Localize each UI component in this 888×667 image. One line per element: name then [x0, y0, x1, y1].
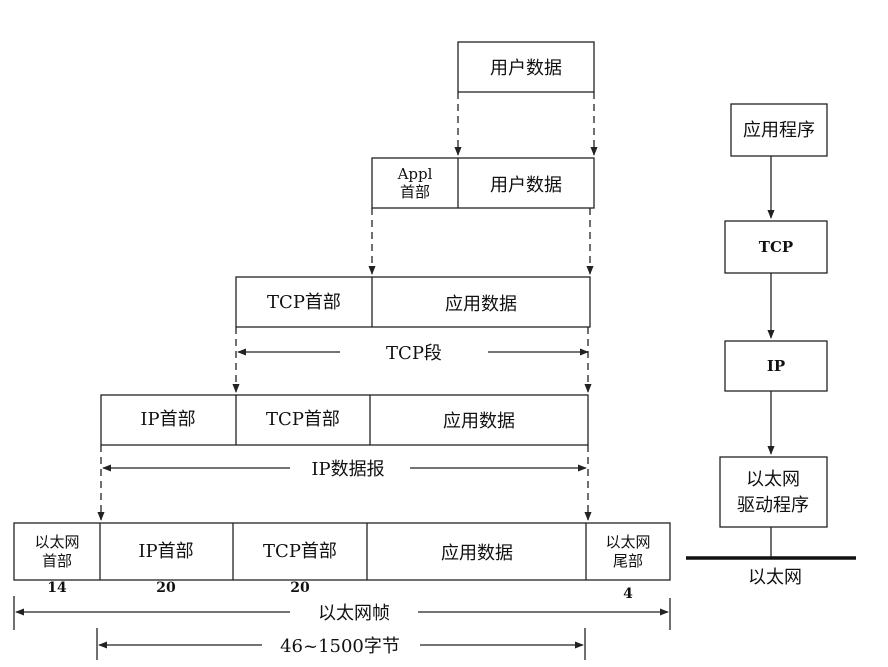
ethernet-frame-span: 以太网帧: [13, 596, 671, 630]
appl-header-line1: Appl: [397, 165, 433, 183]
tcp-segment-span: TCP段: [237, 343, 589, 364]
user-data-box: [457, 41, 595, 93]
row-application: Appl 首部 用户数据: [371, 157, 595, 209]
size-eth-trailer: 4: [623, 586, 633, 602]
payload-span: 46~1500字节: [96, 628, 586, 660]
app-user-data-label: 用户数据: [490, 175, 562, 196]
stack-driver-line2: 驱动程序: [737, 495, 809, 516]
ip-datagram-box: [100, 394, 589, 446]
ip-datagram-label: IP数据报: [311, 459, 384, 480]
field-sizes: 14 20 20 4: [47, 580, 633, 602]
tcp-header-label: TCP首部: [267, 292, 341, 313]
ethernet-frame-label: 以太网帧: [318, 603, 390, 624]
eth-tcp-header-label: TCP首部: [263, 541, 337, 562]
stack-tcp-label: TCP: [759, 238, 793, 256]
application-box: [371, 157, 595, 209]
eth-header-line1: 以太网: [34, 533, 79, 551]
eth-trailer-line1: 以太网: [605, 533, 650, 551]
ip-tcp-header-label: TCP首部: [266, 409, 340, 430]
stack-tcp-box: [724, 220, 828, 274]
ip-app-data-label: 应用数据: [443, 411, 515, 432]
row-tcp-segment: TCP首部 应用数据: [235, 276, 591, 328]
stack-driver-line1: 以太网: [746, 469, 800, 490]
size-tcp-header: 20: [290, 580, 310, 596]
ethernet-frame-box: [13, 522, 671, 581]
stack-ip-label: IP: [767, 357, 785, 375]
eth-app-data-label: 应用数据: [441, 543, 513, 564]
ip-header-label: IP首部: [140, 409, 195, 430]
user-data-label: 用户数据: [490, 58, 562, 79]
ip-datagram-span: IP数据报: [102, 459, 587, 480]
stack-driver-box: [719, 456, 828, 528]
stack-application-label: 应用程序: [743, 120, 815, 141]
row-ethernet-frame: 以太网 首部 IP首部 TCP首部 应用数据 以太网 尾部: [13, 522, 671, 581]
row-ip-datagram: IP首部 TCP首部 应用数据: [100, 394, 589, 446]
row-user-data: 用户数据: [457, 41, 595, 93]
stack-network-label: 以太网: [748, 567, 802, 588]
eth-ip-header-label: IP首部: [138, 541, 193, 562]
payload-range-label: 46~1500字节: [280, 636, 400, 657]
protocol-stack: 应用程序 TCP IP 以太网 驱动程序 以太网: [686, 103, 856, 588]
size-ip-header: 20: [156, 580, 176, 596]
tcp-segment-label: TCP段: [386, 343, 442, 364]
eth-trailer-line2: 尾部: [613, 552, 643, 570]
stack-ip-box: [724, 340, 828, 392]
tcp-app-data-label: 应用数据: [445, 294, 517, 315]
stack-application-box: [730, 103, 828, 157]
eth-header-line2: 首部: [42, 552, 72, 570]
tcp-segment-box: [235, 276, 591, 328]
appl-header-line2: 首部: [400, 183, 430, 201]
size-eth-header: 14: [47, 580, 67, 596]
